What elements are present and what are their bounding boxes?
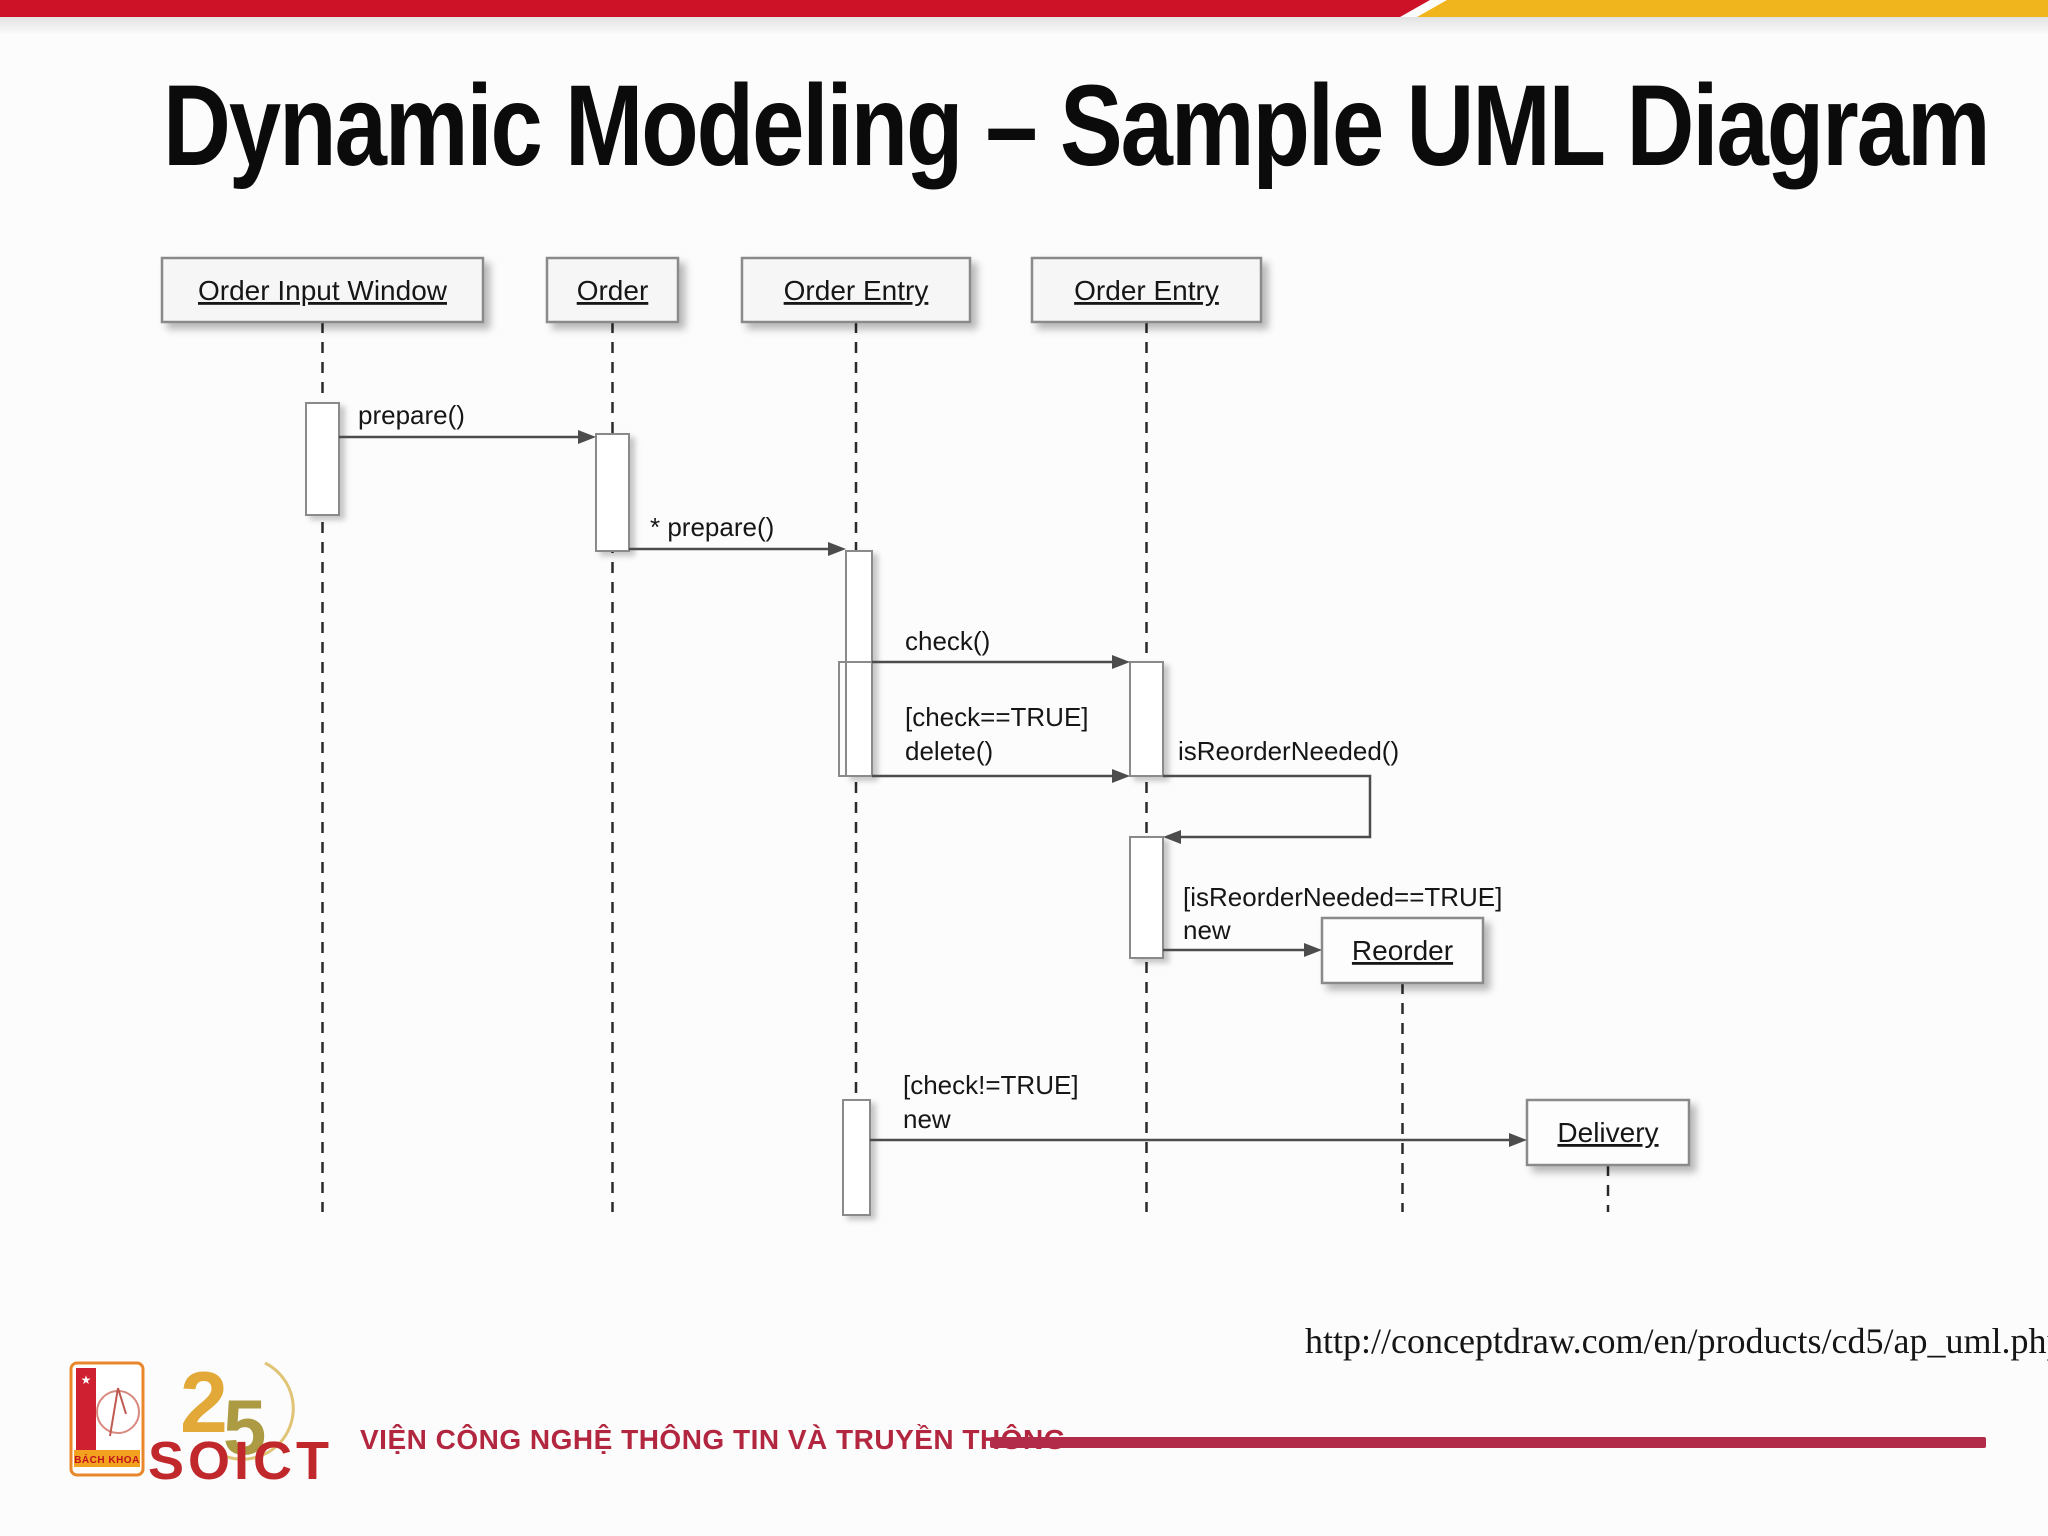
created-object-label: Delivery: [1557, 1117, 1658, 1148]
created-object-delivery: Delivery: [1525, 1098, 1691, 1167]
arrowhead-icon: [578, 430, 596, 444]
anniversary-digit-2: 2: [180, 1355, 228, 1451]
message-label: new: [1183, 915, 1231, 945]
message-new-delivery: [check!=TRUE] new: [870, 1070, 1527, 1147]
activation-order-entry-1-delivery: [842, 1099, 871, 1216]
messages: prepare() * prepare() check() [check==TR…: [339, 400, 1527, 1147]
activation-bars: [305, 402, 1164, 1216]
lifeline-box: [545, 256, 680, 324]
message-check: check(): [872, 626, 1130, 669]
created-object-box: [1320, 916, 1485, 985]
message-label: * prepare(): [650, 512, 774, 542]
arrowhead-icon: [828, 542, 846, 556]
activation-order-entry-1: [845, 550, 873, 777]
activation-order-entry-2-reorder: [1129, 836, 1164, 959]
message-guard: [isReorderNeeded==TRUE]: [1183, 882, 1502, 912]
message-label: new: [903, 1104, 951, 1134]
source-url: http://conceptdraw.com/en/products/cd5/a…: [1305, 1321, 2048, 1361]
arrowhead-icon: [1112, 769, 1130, 783]
anniversary-25-logo: 2 5: [180, 1355, 295, 1471]
lifeline-label: Order Entry: [1074, 275, 1219, 306]
anniversary-swirl-icon: [219, 1361, 295, 1461]
badge-pen-icon: [109, 1387, 127, 1437]
created-object-label: Reorder: [1352, 935, 1453, 966]
lifeline-label: Order Entry: [784, 275, 929, 306]
message-label: prepare(): [358, 400, 465, 430]
institute-name: VIỆN CÔNG NGHỆ THÔNG TIN VÀ TRUYỀN THÔNG: [360, 1424, 1067, 1455]
lifeline-order-entry-1: Order Entry: [740, 256, 972, 324]
badge-banner: [74, 1450, 140, 1467]
self-message-line: [1163, 774, 1372, 839]
lifeline-order-entry-2: Order Entry: [1030, 256, 1263, 324]
anniversary-digit-5: 5: [223, 1383, 266, 1471]
activation-order-input-window: [305, 402, 340, 516]
page-title: Dynamic Modeling – Sample UML Diagram: [163, 61, 1991, 190]
arrowhead-icon: [1509, 1133, 1527, 1147]
activation-order: [595, 433, 630, 552]
message-label: check(): [905, 626, 990, 656]
message-guard: [check==TRUE]: [905, 702, 1089, 732]
created-object-box: [1525, 1098, 1691, 1167]
footer-rule: [990, 1437, 1986, 1448]
hust-badge-logo: ★ BÁCH KHOA: [69, 1361, 145, 1477]
lifeline-box: [160, 256, 485, 324]
message-new-reorder: [isReorderNeeded==TRUE] new: [1163, 882, 1502, 957]
message-label: isReorderNeeded(): [1178, 736, 1399, 766]
top-band-yellow-stripe: [1417, 0, 2048, 17]
activation-order-entry-2-check: [1129, 661, 1164, 777]
badge-banner-label: BÁCH KHOA: [74, 1453, 140, 1466]
lifeline-box: [740, 256, 972, 324]
message-star-prepare: * prepare(): [629, 512, 846, 556]
lifeline-box: [1030, 256, 1263, 324]
lifeline-order-input-window: Order Input Window: [160, 256, 485, 324]
soict-logo-cluster: ★ BÁCH KHOA 2 5 SOICT: [69, 1355, 333, 1491]
badge-star-icon: ★: [81, 1373, 92, 1387]
top-band-shadow: [0, 17, 2048, 35]
message-delete: [check==TRUE] delete(): [872, 702, 1130, 783]
arrowhead-icon: [1112, 655, 1130, 669]
message-guard: [check!=TRUE]: [903, 1070, 1079, 1100]
top-band: [0, 0, 2048, 17]
soict-wordmark: SOICT: [148, 1431, 333, 1491]
arrowhead-icon: [1304, 943, 1322, 957]
message-prepare: prepare(): [339, 400, 596, 444]
created-object-reorder: Reorder: [1320, 916, 1485, 985]
lifeline-label: Order Input Window: [198, 275, 448, 306]
message-is-reorder-needed: isReorderNeeded(): [1163, 736, 1399, 844]
activation-order-entry-1-nested: [838, 661, 873, 777]
lifeline-label: Order: [577, 275, 649, 306]
arrowhead-icon: [1163, 830, 1181, 844]
message-label: delete(): [905, 736, 993, 766]
lifeline-boxes: Order Input Window Order Order Entry Ord…: [160, 256, 1691, 1167]
top-band-red-stripe: [0, 0, 1430, 17]
badge-red-bar: [76, 1368, 96, 1450]
lifeline-order: Order: [545, 256, 680, 324]
